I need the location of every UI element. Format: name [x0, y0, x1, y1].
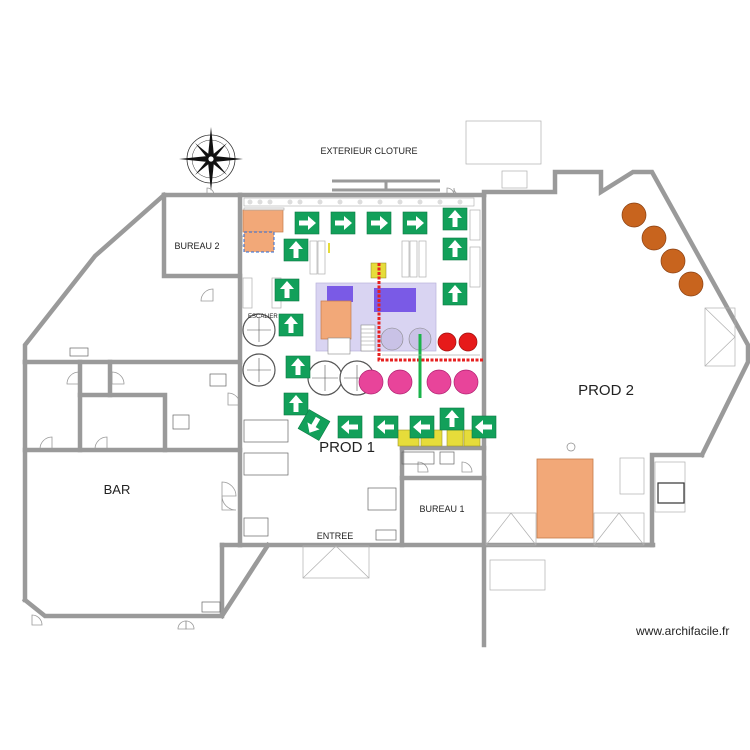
prod2-label: PROD 2: [578, 382, 634, 399]
pink-vessels: [358, 369, 479, 395]
peach-equipment-3: [243, 231, 275, 253]
exit-arrow-icon: [373, 415, 399, 439]
exit-arrow-icon: [278, 313, 304, 337]
exit-arrow-icon: [471, 415, 497, 439]
entree-label: ENTREE: [317, 531, 354, 541]
exit-arrow-icon: [402, 211, 428, 235]
prod2-equipment-block: [536, 458, 594, 539]
doors: [31, 187, 473, 630]
bureau2-label: BUREAU 2: [174, 241, 219, 251]
exterior-box: [501, 170, 528, 189]
exterior-structure: [465, 120, 542, 165]
red-vessels: [437, 332, 478, 352]
exit-arrow-icon: [409, 415, 435, 439]
exit-arrow-icon: [274, 278, 300, 302]
exit-arrow-icon: [442, 207, 468, 231]
purple-equipment-2: [374, 288, 416, 312]
exit-arrow-icon: [337, 415, 363, 439]
exit-arrow-icon: [442, 237, 468, 261]
exit-arrow-icon: [366, 211, 392, 235]
peach-equipment-1: [320, 300, 352, 340]
stairs: [360, 324, 376, 352]
exit-arrow-icon: [283, 392, 309, 416]
exterior-label: EXTERIEUR CLOTURE: [320, 146, 417, 156]
purple-equipment-1: [327, 286, 353, 302]
exit-arrow-icon: [439, 407, 465, 431]
furniture: [69, 347, 455, 613]
exit-arrow-icon: [283, 238, 309, 262]
escalier-label: ESCALIER: [248, 314, 278, 320]
exit-signs: [274, 207, 497, 441]
peach-equipment-2: [242, 209, 284, 233]
compass-rose-icon: [179, 127, 243, 191]
exit-arrow-icon: [442, 282, 468, 306]
exit-arrow-icon: [285, 355, 311, 379]
exit-arrow-icon: [330, 211, 356, 235]
bar-label: BAR: [104, 482, 131, 497]
prod2-silos: [621, 202, 704, 297]
top-racks: [243, 197, 475, 207]
prod1-label: PROD 1: [319, 439, 375, 456]
cabinets: [242, 207, 481, 309]
credit-text: www.archifacile.fr: [636, 624, 730, 638]
loading-bays: [302, 307, 736, 591]
bureau1-label: BUREAU 1: [419, 504, 464, 514]
exit-arrow-icon: [297, 409, 331, 441]
building-walls: [21, 169, 750, 648]
exit-arrow-icon: [294, 211, 320, 235]
red-pipe: [377, 263, 484, 362]
